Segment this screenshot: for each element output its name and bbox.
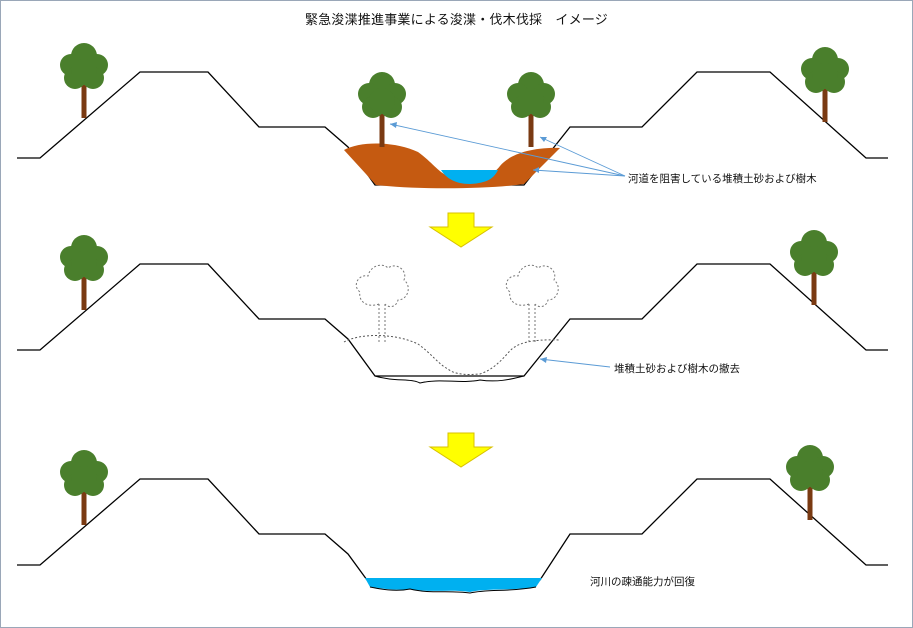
label-removal: 堆積土砂および樹木の撤去 — [614, 363, 740, 375]
restored-water — [365, 578, 542, 592]
leader-arrowhead — [540, 357, 547, 363]
removed-sediment-outline — [343, 335, 561, 375]
leader-lines — [389, 123, 626, 177]
removed-tree-outline-icon — [505, 264, 559, 343]
down-arrow-1 — [428, 212, 494, 248]
diagram-title: 緊急浚渫推進事業による浚渫・伐木伐採 イメージ — [305, 13, 608, 28]
tree-icon — [358, 72, 406, 147]
water-pocket — [441, 170, 498, 184]
down-arrow-2 — [428, 432, 494, 468]
label-obstructing-sediment-trees: 河道を阻害している堆積土砂および樹木 — [628, 173, 817, 185]
tree-icon — [60, 450, 108, 525]
tree-icon — [60, 43, 108, 118]
panel-after — [17, 445, 888, 594]
label-capacity-restored: 河川の疎通能力が回復 — [590, 576, 695, 588]
panel-removal — [17, 230, 888, 384]
leader-line — [539, 358, 611, 368]
tree-icon — [801, 47, 849, 122]
riverbed-line — [369, 586, 537, 594]
tree-icon — [790, 230, 838, 305]
sediment-deposit — [344, 143, 560, 189]
tree-icon — [507, 72, 555, 147]
panel-before — [17, 43, 888, 189]
levee-profile — [17, 478, 888, 581]
tree-icon — [60, 235, 108, 310]
tree-icon — [786, 445, 834, 520]
removed-tree-outline-icon — [355, 264, 409, 343]
excavated-bed — [374, 375, 525, 384]
leader-arrowheads — [390, 122, 547, 173]
levee-profile — [17, 263, 888, 377]
levee-profile — [17, 71, 888, 186]
